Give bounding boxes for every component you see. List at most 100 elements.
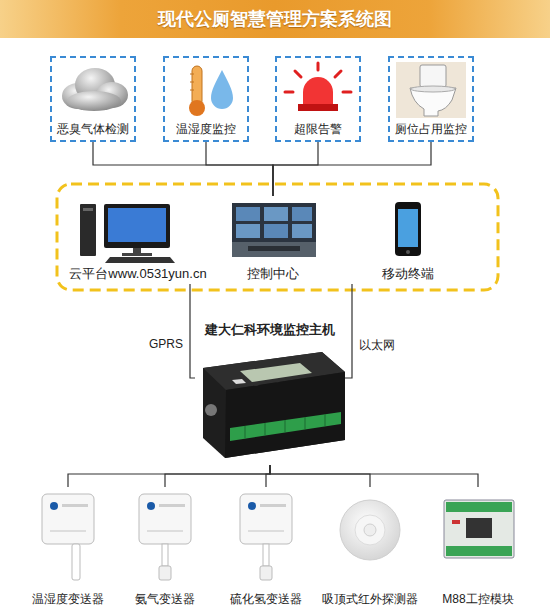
phone-icon bbox=[395, 202, 421, 256]
io-module-picture bbox=[444, 500, 514, 558]
computer-icon bbox=[122, 253, 152, 256]
transmitter-picture bbox=[42, 494, 94, 544]
io-module-picture bbox=[446, 502, 512, 512]
monitoring-host-picture bbox=[230, 412, 341, 441]
transmitter-picture bbox=[50, 502, 58, 510]
io-module-picture bbox=[446, 546, 512, 556]
infrared-detector-picture bbox=[340, 500, 400, 560]
connector-line bbox=[345, 284, 352, 378]
infrared-detector-picture bbox=[364, 524, 376, 536]
computer-icon bbox=[133, 248, 141, 253]
node-label: 吸顶式红外探测器 bbox=[322, 592, 418, 607]
sensor-function-box: 厕位占用监控 bbox=[388, 56, 474, 142]
node-label: 云平台www.0531yun.cn bbox=[69, 266, 206, 282]
phone-icon bbox=[395, 202, 421, 256]
phone-icon bbox=[398, 209, 418, 247]
connector-line bbox=[270, 465, 478, 487]
field-device: 氨气变送器 bbox=[119, 487, 211, 609]
transmitter-picture bbox=[139, 494, 191, 544]
transmitter-picture bbox=[147, 502, 155, 510]
node-label: 温湿度变送器 bbox=[32, 592, 104, 607]
alarm-icon bbox=[303, 77, 333, 104]
field-device: 硫化氢变送器 bbox=[218, 487, 314, 609]
alarm-icon bbox=[285, 63, 351, 111]
alarm-icon bbox=[285, 91, 293, 94]
control-room-icon bbox=[292, 207, 312, 221]
transmitter-picture bbox=[62, 504, 88, 507]
thermometer-icon bbox=[211, 70, 233, 109]
field-device: M88工控模块 bbox=[430, 487, 526, 609]
monitoring-host-picture bbox=[225, 372, 345, 458]
monitoring-host-picture bbox=[285, 420, 286, 432]
control-room-icon bbox=[236, 224, 260, 238]
transmitter-picture bbox=[50, 530, 86, 532]
connector-line bbox=[270, 465, 370, 487]
transmitter-picture bbox=[42, 494, 292, 580]
transmitter-picture bbox=[260, 504, 286, 507]
host-device: 建大仁科环境监控主机 bbox=[195, 323, 345, 465]
connector-line bbox=[68, 465, 270, 487]
transmitter-picture bbox=[72, 544, 80, 580]
cloud-icon bbox=[62, 68, 128, 111]
control-room-icon bbox=[264, 207, 288, 221]
connector-line bbox=[273, 142, 318, 196]
node-label: 超限告警 bbox=[294, 122, 342, 137]
monitoring-host-picture bbox=[232, 379, 246, 384]
node-label: 控制中心 bbox=[247, 266, 299, 282]
control-room-icon bbox=[232, 203, 316, 257]
alarm-icon bbox=[298, 104, 338, 111]
control-room-icon bbox=[292, 224, 312, 238]
region-outline bbox=[57, 184, 498, 290]
transmitter-picture bbox=[248, 530, 284, 532]
sensor-function-box: 温湿度监控 bbox=[163, 56, 249, 142]
node-label: 氨气变送器 bbox=[135, 592, 195, 607]
thermometer-icon bbox=[190, 82, 194, 83]
transmitter-picture bbox=[159, 566, 171, 580]
platform-item: 云平台www.0531yun.cn bbox=[58, 196, 218, 284]
region-outline bbox=[57, 184, 498, 290]
infrared-detector-picture bbox=[355, 515, 385, 545]
monitoring-host-picture bbox=[245, 426, 246, 438]
connector-line bbox=[165, 465, 270, 487]
platform-item: 控制中心 bbox=[218, 196, 328, 284]
transmitter-picture bbox=[159, 504, 185, 507]
control-room-icon bbox=[264, 224, 288, 238]
thermometer-icon bbox=[190, 90, 194, 91]
toilet-icon bbox=[396, 62, 466, 118]
control-room-icon bbox=[236, 207, 260, 221]
toilet-icon bbox=[396, 62, 466, 118]
monitoring-host-picture bbox=[203, 352, 345, 458]
io-module-picture bbox=[452, 520, 460, 524]
cloud-icon bbox=[67, 91, 121, 111]
title-text: 现代公厕智慧管理方案系统图 bbox=[158, 8, 392, 31]
monitoring-host-picture bbox=[325, 414, 326, 426]
toilet-icon bbox=[411, 86, 455, 92]
link-label: 以太网 bbox=[358, 337, 396, 354]
toilet-icon bbox=[420, 65, 446, 87]
computer-icon bbox=[83, 208, 93, 211]
alarm-icon bbox=[317, 63, 320, 70]
link-label: GPRS bbox=[148, 337, 184, 351]
thermometer-icon bbox=[190, 74, 194, 75]
connector-line bbox=[206, 142, 273, 196]
io-module-picture bbox=[466, 518, 492, 538]
control-room-icon bbox=[248, 246, 300, 251]
transmitter-picture bbox=[260, 566, 272, 580]
node-label: M88工控模块 bbox=[442, 592, 513, 607]
computer-icon bbox=[104, 204, 170, 248]
connector-line bbox=[190, 284, 195, 378]
monitoring-host-picture bbox=[265, 423, 266, 435]
platform-item: 移动终端 bbox=[345, 196, 470, 284]
transmitter-picture bbox=[263, 544, 269, 566]
monitoring-host-picture bbox=[203, 352, 345, 458]
computer-icon bbox=[80, 204, 175, 263]
thermometer-icon bbox=[189, 100, 205, 116]
control-room-icon bbox=[232, 203, 316, 257]
sensor-function-box: 超限告警 bbox=[275, 56, 361, 142]
node-label: 建大仁科环境监控主机 bbox=[205, 323, 335, 339]
computer-icon bbox=[80, 204, 96, 256]
transmitter-picture bbox=[147, 530, 183, 532]
infrared-detector-picture bbox=[340, 500, 400, 560]
computer-icon bbox=[105, 257, 175, 263]
connector-line bbox=[273, 142, 431, 196]
